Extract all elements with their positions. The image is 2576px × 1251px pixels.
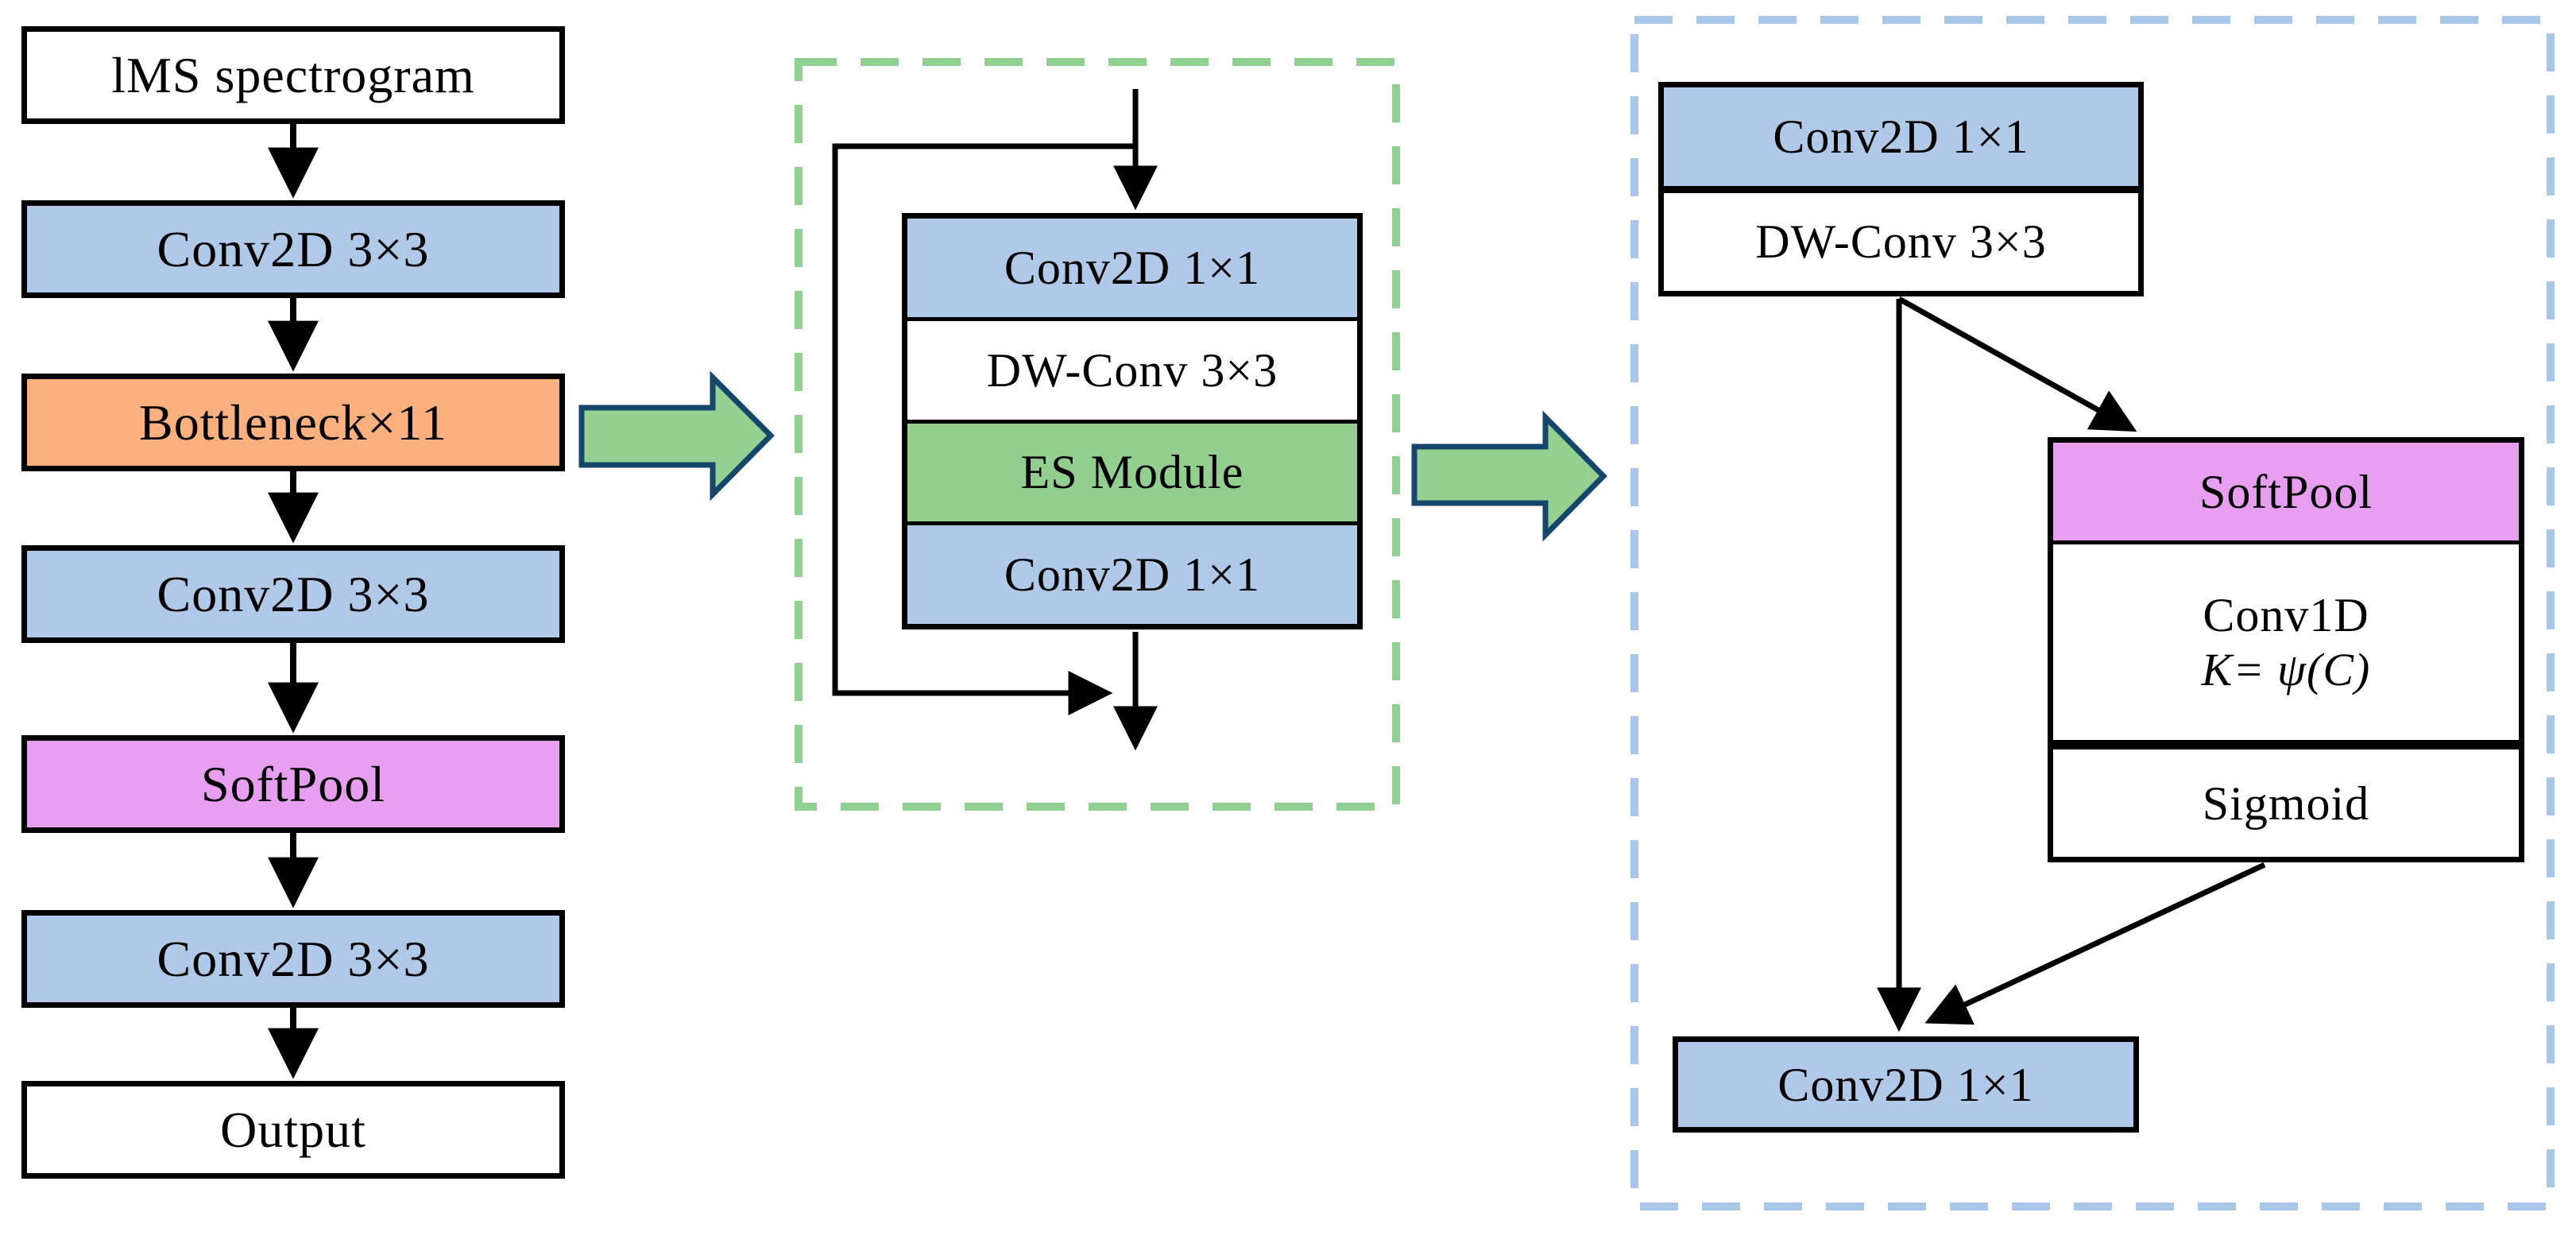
zoom-arrow-2: [1411, 410, 1607, 542]
bottleneck-row-conv2d-1x1-top: Conv2D 1×1: [907, 219, 1357, 317]
es-top-stack: Conv2D 1×1 DW-Conv 3×3: [1658, 82, 2144, 296]
node-lms-spectrogram: lMS spectrogram: [21, 26, 565, 124]
es-row-conv1d: Conv1D K= ψ(C): [2053, 540, 2519, 740]
bottleneck-row-es-module: ES Module: [907, 419, 1357, 522]
es-row-conv2d-1x1: Conv2D 1×1: [1664, 87, 2138, 186]
node-conv2d-3x3-1: Conv2D 3×3: [21, 200, 565, 298]
es-row-sigmoid: Sigmoid: [2053, 740, 2519, 857]
conv1d-kernel-formula: K= ψ(C): [2201, 644, 2371, 695]
bottleneck-row-conv2d-1x1-bottom: Conv2D 1×1: [907, 521, 1357, 624]
zoom-arrows: [578, 370, 1607, 542]
bottleneck-wiring: [832, 89, 1158, 751]
es-attention-stack: SoftPool Conv1D K= ψ(C) Sigmoid: [2048, 437, 2524, 862]
node-conv2d-3x3-2: Conv2D 3×3: [21, 545, 565, 643]
node-output: Output: [21, 1081, 565, 1179]
node-softpool: SoftPool: [21, 735, 565, 833]
node-bottleneck-x11: Bottleneck×11: [21, 374, 565, 471]
bottleneck-detail-stack: Conv2D 1×1 DW-Conv 3×3 ES Module Conv2D …: [902, 213, 1363, 629]
conv1d-label: Conv1D: [2203, 589, 2369, 641]
es-row-dwconv-3x3: DW-Conv 3×3: [1664, 185, 2138, 291]
es-module-wiring: [1877, 296, 2266, 1032]
node-conv2d-3x3-3: Conv2D 3×3: [21, 910, 565, 1008]
zoom-arrow-1: [578, 370, 775, 502]
bottleneck-row-dwconv-3x3: DW-Conv 3×3: [907, 316, 1357, 420]
bottleneck-detail-panel-border: [795, 58, 1400, 811]
es-module-detail-panel-border: [1630, 16, 2555, 1210]
es-node-conv2d-1x1-out: Conv2D 1×1: [1673, 1036, 2139, 1133]
es-row-softpool: SoftPool: [2053, 443, 2519, 540]
